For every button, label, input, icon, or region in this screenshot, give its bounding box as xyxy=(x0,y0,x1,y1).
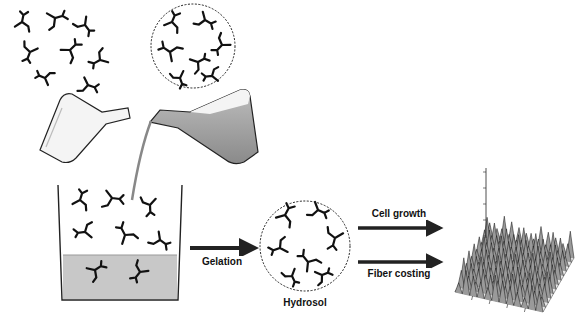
polymer-branch xyxy=(148,232,170,250)
polymer-branch xyxy=(78,77,99,92)
polymer-branch xyxy=(73,189,88,210)
surface-stroke xyxy=(483,236,486,237)
polymer-branch xyxy=(298,250,322,271)
sample-circle xyxy=(151,4,235,88)
surface-stroke xyxy=(483,188,486,189)
polymer-branch xyxy=(190,54,210,74)
polymer-branch xyxy=(194,12,216,29)
circle-outline xyxy=(256,196,354,309)
polymer-branch xyxy=(87,261,107,282)
surface-plot xyxy=(455,168,574,312)
surface-stroke xyxy=(483,204,486,205)
polymer-branch xyxy=(268,237,287,255)
polymer-branch xyxy=(202,67,218,81)
polymer-branch xyxy=(22,41,37,62)
step-label: Cell growth xyxy=(371,208,427,220)
process-arrow xyxy=(358,260,440,264)
polymer-branch xyxy=(315,268,333,285)
branched-polymers xyxy=(15,11,343,287)
node-label: Hydrosol xyxy=(256,297,354,309)
surface-stroke xyxy=(489,300,490,304)
polymer-branch xyxy=(15,11,29,31)
surface-stroke xyxy=(507,304,508,308)
polymer-branch xyxy=(61,39,82,63)
polymer-branch xyxy=(328,227,343,250)
step-label: Gelation xyxy=(201,256,243,268)
polymer-branch xyxy=(74,222,92,237)
polymer-branch xyxy=(141,197,156,216)
surface-stroke xyxy=(483,172,486,173)
polymer-branch xyxy=(116,222,138,244)
polymer-branch xyxy=(212,33,231,55)
pour-stream xyxy=(132,121,151,200)
process-arrow xyxy=(190,246,255,250)
surface-stroke xyxy=(486,168,487,238)
flask-right xyxy=(150,90,258,164)
surface-stroke xyxy=(483,220,486,221)
polymer-branch xyxy=(307,202,329,218)
sol-circle: Hydrosol xyxy=(256,196,354,309)
surface-stroke xyxy=(524,308,525,312)
polymer-branch xyxy=(89,48,109,68)
polymer-branch xyxy=(130,260,148,282)
flask-left xyxy=(40,94,130,163)
polymer-branch xyxy=(164,11,180,33)
polymer-branch xyxy=(276,203,295,227)
polymer-branch xyxy=(47,11,68,30)
polymer-branch xyxy=(282,269,300,287)
surface-stroke xyxy=(472,296,473,300)
polymer-branch xyxy=(35,71,54,85)
polymer-branch xyxy=(170,71,186,88)
polymer-branch xyxy=(73,17,94,37)
polymer-branch xyxy=(102,191,124,207)
surface-stroke xyxy=(455,271,543,313)
step-label: Fiber costing xyxy=(367,268,432,280)
process-arrow xyxy=(358,226,440,230)
polymer-branch xyxy=(158,42,182,62)
beaker xyxy=(58,185,182,300)
